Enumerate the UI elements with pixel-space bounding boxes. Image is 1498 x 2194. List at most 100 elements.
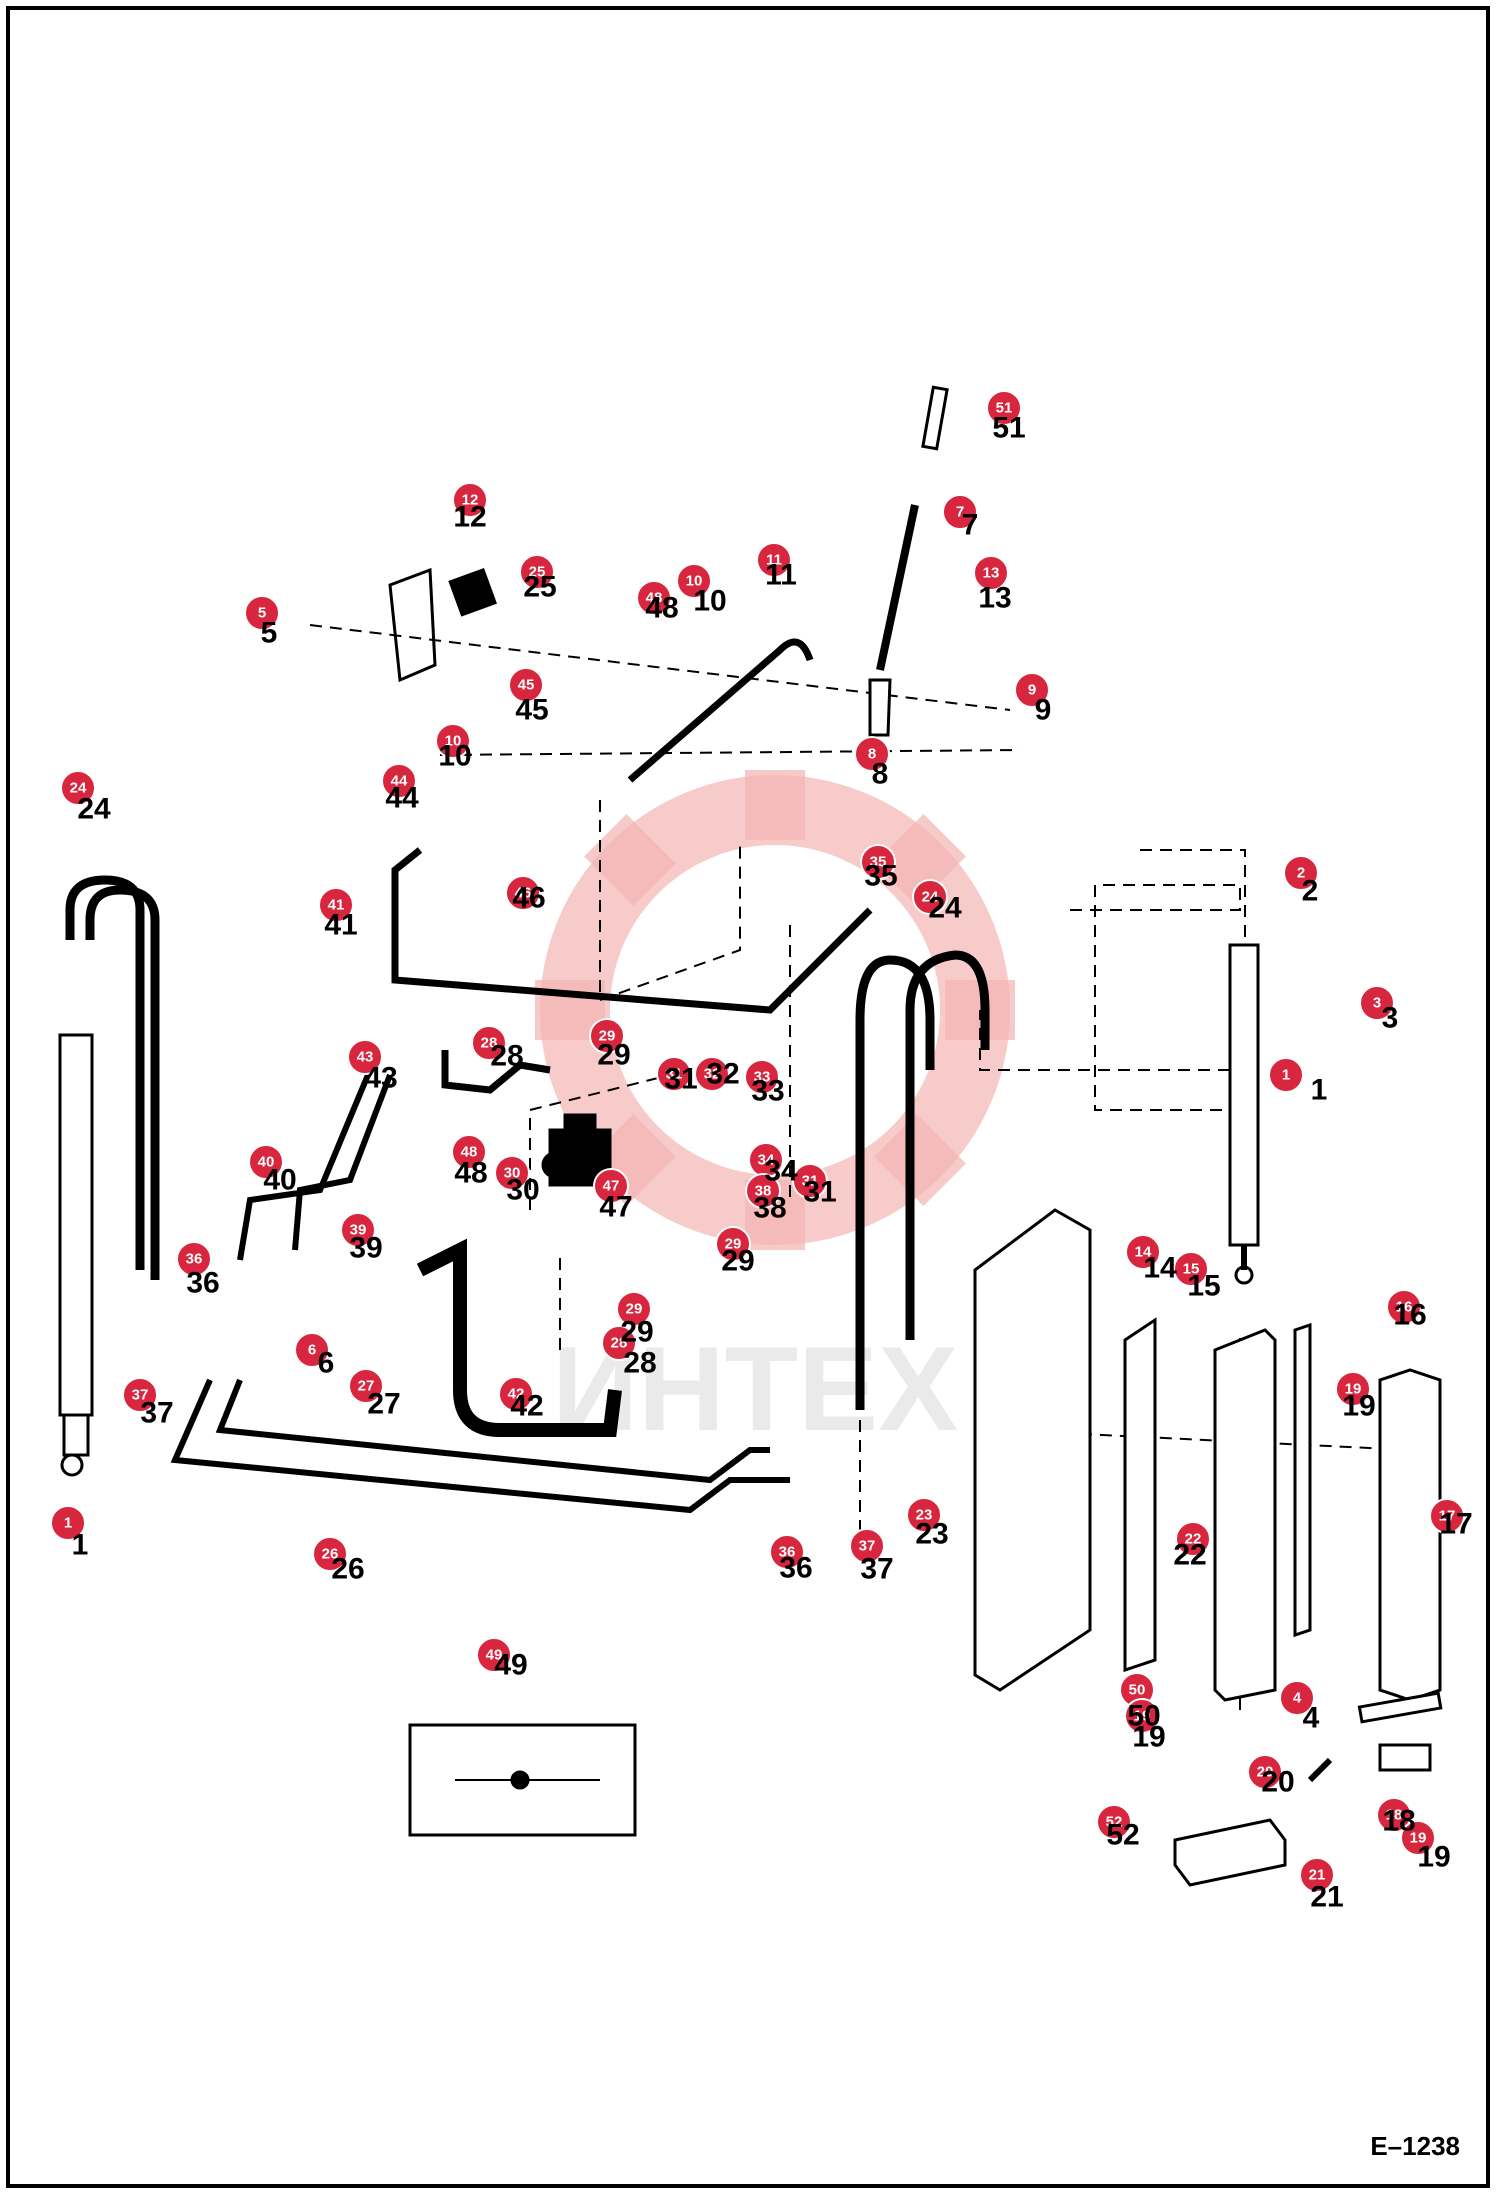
- lever-rod: [876, 504, 919, 671]
- part-number-label: 12: [453, 501, 486, 534]
- callout-number: 28: [611, 1335, 628, 1352]
- part-number-label: 25: [523, 571, 556, 604]
- callout-dot: [1124, 1698, 1160, 1734]
- callout-number: 45: [518, 677, 535, 694]
- callout-number: 25: [529, 564, 546, 581]
- part-number-label: 48: [645, 592, 678, 625]
- part-number-label: 18: [1382, 1805, 1415, 1838]
- callout-number: 17: [1439, 1508, 1456, 1525]
- callout-marker: 19: [1400, 1820, 1436, 1856]
- callout-dot: [616, 1291, 652, 1327]
- callout-number: 34: [758, 1152, 775, 1169]
- callout-marker: 48: [636, 580, 672, 616]
- callout-dot: [1283, 855, 1319, 891]
- callout-number: 4: [1293, 1690, 1302, 1707]
- part-number-label: 33: [751, 1075, 784, 1108]
- callout-marker: 43: [347, 1039, 383, 1075]
- callout-dot: [912, 879, 948, 915]
- callout-number: 1: [1282, 1067, 1290, 1084]
- callout-number: 10: [445, 733, 462, 750]
- part-number-label: 46: [512, 882, 545, 915]
- callout-marker: 15: [1173, 1251, 1209, 1287]
- part-number-label: 1: [72, 1529, 89, 1562]
- callout-dot: [942, 494, 978, 530]
- callout-dot: [476, 1637, 512, 1673]
- part-number-label: 7: [962, 509, 979, 542]
- callout-number: 33: [754, 1069, 771, 1086]
- callout-dot: [1175, 1521, 1211, 1557]
- callout-number: 44: [391, 773, 408, 790]
- part-number-label: 14: [1143, 1252, 1177, 1285]
- callout-dot: [508, 667, 544, 703]
- callout-marker: 42: [498, 1376, 534, 1412]
- callout-dot: [854, 736, 890, 772]
- part-number-label: 35: [864, 860, 897, 893]
- drawing-code: E–1238: [1370, 2131, 1460, 2161]
- callout-number: 7: [956, 504, 964, 521]
- side-panel-23: [973, 1208, 1092, 1692]
- part-number-label: 31: [664, 1063, 697, 1096]
- part-number-label: 6: [318, 1347, 335, 1380]
- callout-dot: [694, 1056, 730, 1092]
- callout-dot: [347, 1039, 383, 1075]
- callout-marker: 37: [849, 1528, 885, 1564]
- right-hose-b: [905, 950, 990, 1340]
- part-number-label: 8: [872, 758, 889, 791]
- part-number-label: 49: [494, 1649, 527, 1682]
- callout-dot: [498, 1376, 534, 1412]
- part-number-label: 26: [331, 1553, 364, 1586]
- callout-dot: [1014, 672, 1050, 708]
- callout-number: 52: [1106, 1814, 1123, 1831]
- callout-number: 37: [859, 1538, 876, 1555]
- tube-27: [215, 1378, 770, 1484]
- callout-number: 29: [626, 1301, 643, 1318]
- part-number-label: 36: [186, 1267, 219, 1300]
- callout-number: 9: [1028, 682, 1036, 699]
- callout-dot: [1335, 1371, 1371, 1407]
- part-number-label: 51: [992, 412, 1025, 445]
- callout-dot: [744, 1059, 780, 1095]
- parts-diagram: ИНТЕХ: [50, 385, 1473, 1914]
- callout-number: 36: [186, 1251, 203, 1268]
- post-16: [1378, 1368, 1442, 1702]
- callout-number: 50: [1129, 1682, 1146, 1699]
- callout-number: 26: [322, 1546, 339, 1563]
- lever-grip: [921, 385, 949, 451]
- callout-dot: [435, 723, 471, 759]
- block-52: [1173, 1818, 1287, 1887]
- callout-dot: [60, 770, 96, 806]
- callout-number: 6: [308, 1342, 316, 1359]
- callout-marker: 51: [986, 390, 1022, 426]
- part-number-label: 42: [510, 1390, 543, 1423]
- part-number-label: 30: [506, 1174, 539, 1207]
- part-number-label: 11: [765, 559, 797, 592]
- callout-marker: 19: [1335, 1371, 1371, 1407]
- callout-number: 19: [1345, 1381, 1362, 1398]
- callout-number: 29: [725, 1236, 742, 1253]
- callout-number: 41: [328, 897, 345, 914]
- callout-number: 31: [802, 1173, 819, 1190]
- callout-marker: 18: [1376, 1797, 1412, 1833]
- callout-dot: [860, 844, 896, 880]
- part-number-label: 48: [454, 1157, 487, 1190]
- callout-marker: 37: [122, 1377, 158, 1413]
- part-number-label: 39: [349, 1232, 382, 1265]
- right-hose-a: [855, 955, 935, 1410]
- callout-marker: 52: [1096, 1804, 1132, 1840]
- left-cylinder-body: [58, 1033, 94, 1417]
- callout-marker: 11: [756, 542, 792, 578]
- callout-dot: [248, 1144, 284, 1180]
- callout-marker: 36: [769, 1534, 805, 1570]
- lever-base: [868, 678, 892, 737]
- part-number-label: 15: [1187, 1270, 1220, 1303]
- callout-dot: [348, 1368, 384, 1404]
- callout-dot: [1359, 985, 1395, 1021]
- parts-drawing: [58, 385, 1443, 1887]
- callout-marker: 24: [912, 879, 948, 915]
- callout-marker: 45: [508, 667, 544, 703]
- callout-dot: [676, 563, 712, 599]
- part-number-label: 1: [1311, 1074, 1328, 1107]
- callout-marker: 39: [340, 1212, 376, 1248]
- part-number-label: 38: [753, 1192, 786, 1225]
